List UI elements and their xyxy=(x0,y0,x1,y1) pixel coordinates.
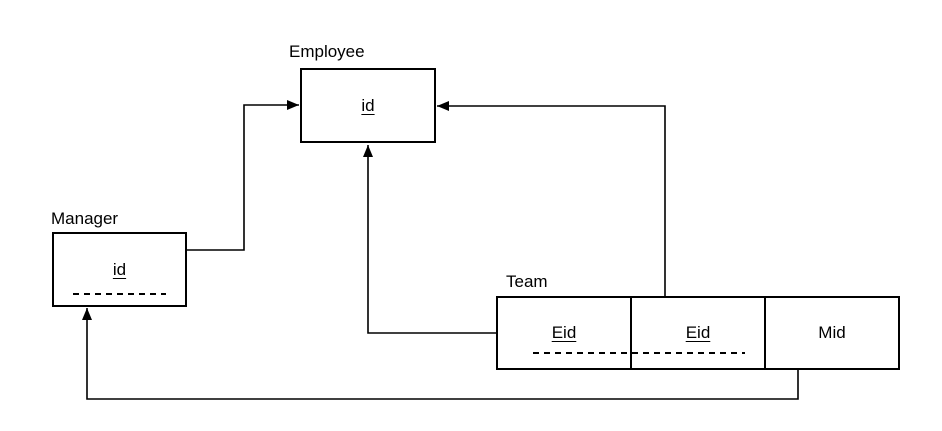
team-field-mid: Mid xyxy=(818,323,846,342)
manager-entity[interactable]: id xyxy=(52,232,187,307)
connector-team-eid2-to-employee[interactable] xyxy=(437,101,666,296)
team-field-eid1: Eid xyxy=(551,323,577,342)
team-cell-eid2[interactable]: Eid xyxy=(630,298,764,368)
employee-entity[interactable]: id xyxy=(300,68,436,143)
manager-dashed-separator xyxy=(73,293,166,295)
team-cell-mid[interactable]: Mid xyxy=(764,298,898,368)
team-dashed-separator xyxy=(533,352,745,354)
team-entity-label: Team xyxy=(506,272,548,291)
employee-field-id: id xyxy=(361,95,375,115)
employee-entity-label: Employee xyxy=(289,42,365,61)
team-cell-eid1[interactable]: Eid xyxy=(498,298,630,368)
connector-team-eid1-to-employee[interactable] xyxy=(363,145,496,334)
manager-entity-label: Manager xyxy=(51,209,119,228)
team-entity[interactable]: Eid Eid Mid xyxy=(496,296,900,370)
manager-field-id: id xyxy=(112,259,127,279)
connector-team-mid-to-manager[interactable] xyxy=(82,308,799,400)
team-field-eid2: Eid xyxy=(685,323,711,342)
connector-manager-to-employee[interactable] xyxy=(187,100,299,251)
